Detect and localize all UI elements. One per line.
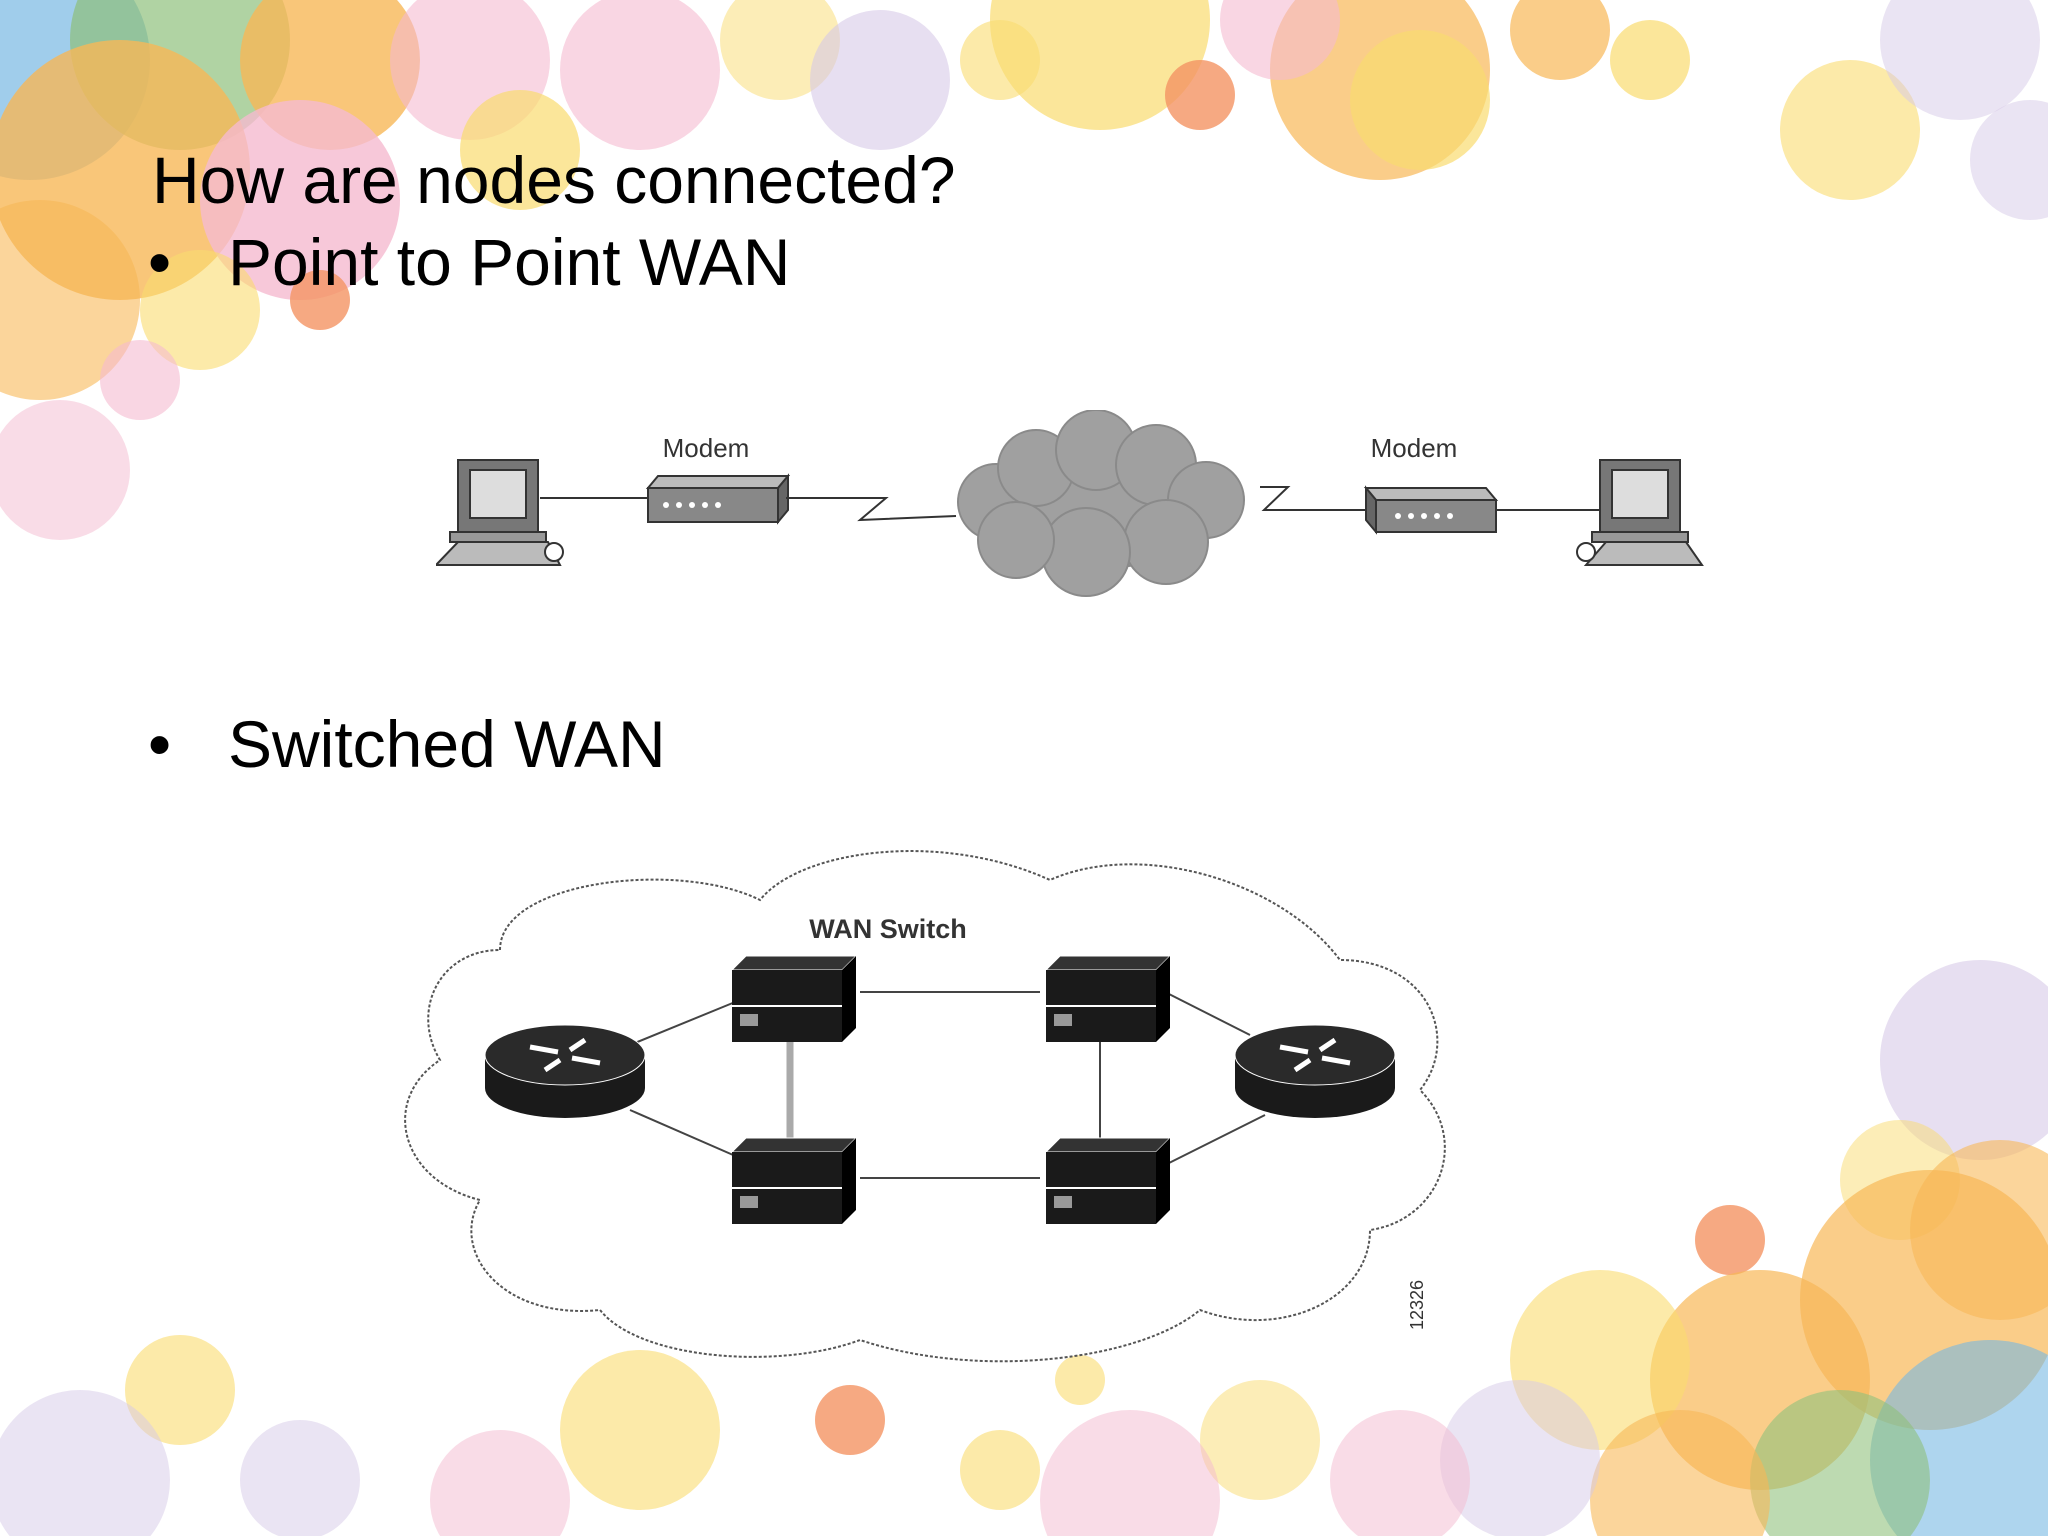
wan-switch-icon (730, 1137, 858, 1224)
switched-wan-diagram: WAN Switch 12326 (404, 850, 1446, 1363)
router-icon (484, 1024, 646, 1118)
modem-label-right: Modem (1371, 433, 1458, 463)
wan-switch-icon (1044, 955, 1172, 1042)
modem-icon (645, 473, 791, 525)
modem-label-left: Modem (663, 433, 750, 463)
point-to-point-diagram: Modem Modem (436, 410, 1704, 597)
wan-switch-label: WAN Switch (809, 914, 967, 944)
router-icon (1234, 1024, 1396, 1118)
wan-switch-icon (730, 955, 858, 1042)
wan-switch-icon (1044, 1137, 1172, 1224)
bullet-marker: • (148, 225, 172, 299)
slide-title: How are nodes connected? (152, 143, 956, 217)
modem-icon (1363, 485, 1499, 535)
network-cloud-outline (404, 850, 1446, 1363)
figure-id-label: 12326 (1407, 1280, 1427, 1330)
bullet-label: Point to Point WAN (228, 225, 791, 299)
bullet-label: Switched WAN (228, 707, 666, 781)
bullet-point-to-point: • Point to Point WAN (148, 222, 790, 302)
bullet-switched: • Switched WAN (148, 704, 666, 784)
computer-icon (1576, 459, 1704, 566)
wan-cloud (957, 410, 1245, 597)
computer-icon (436, 459, 564, 566)
bullet-marker: • (148, 707, 172, 781)
